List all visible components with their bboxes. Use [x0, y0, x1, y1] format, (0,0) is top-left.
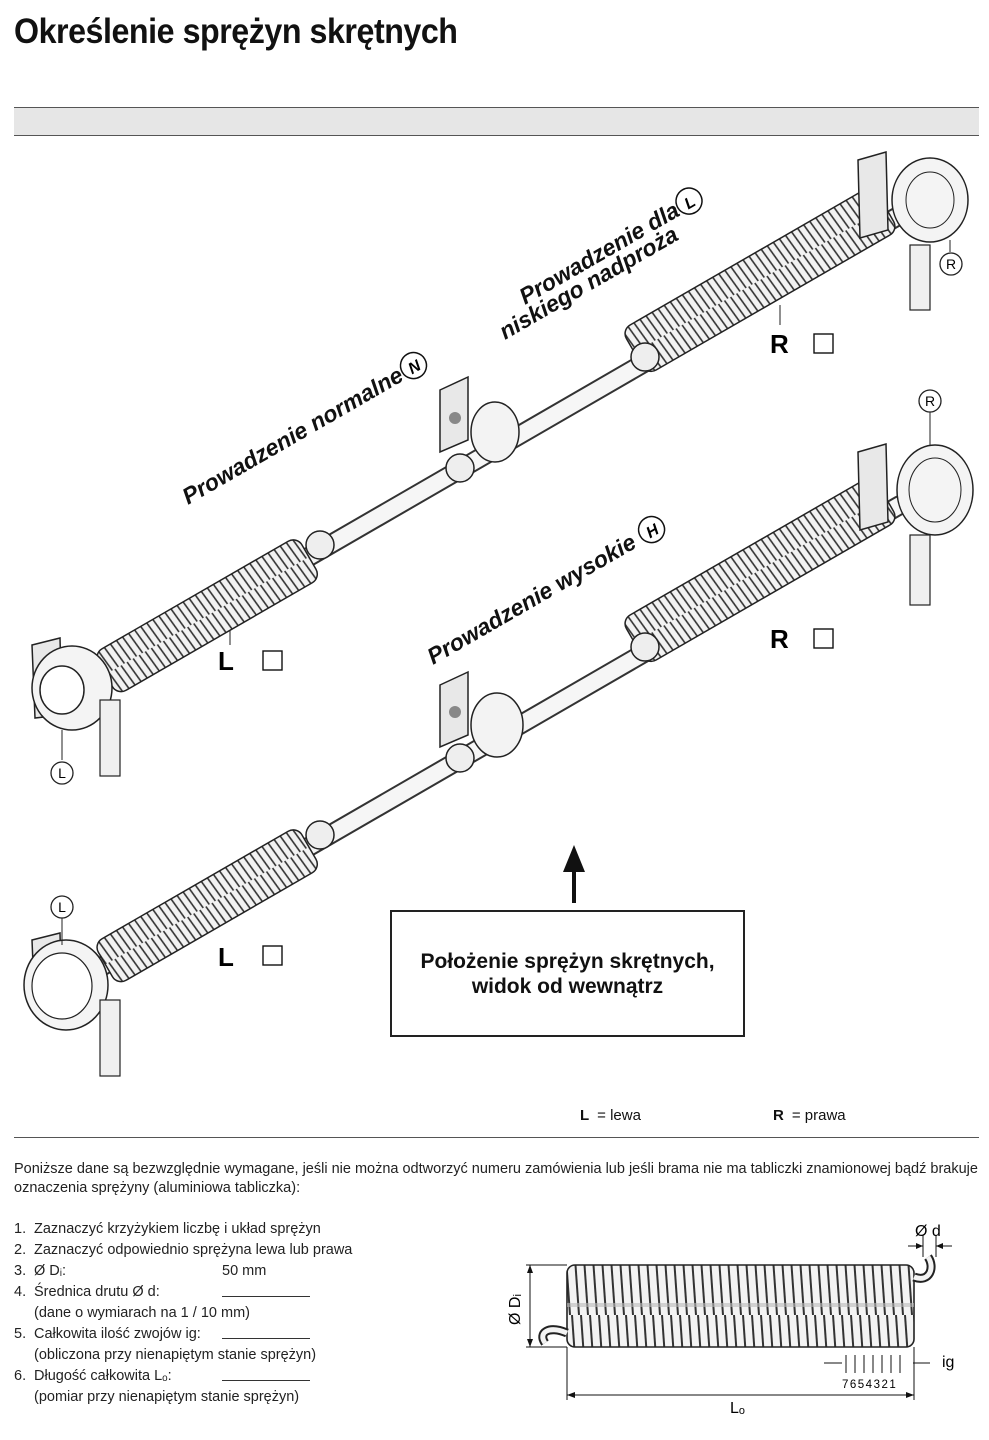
svg-text:L: L [58, 899, 66, 915]
total-length-field[interactable] [222, 1366, 310, 1381]
marker-r-top: R [939, 252, 963, 276]
step-1: 1.Zaznaczyć krzyżykiem liczbę i układ sp… [14, 1221, 321, 1237]
bottom-assembly [23, 443, 974, 1077]
marker-l-top: L [50, 761, 74, 785]
marker-l-bottom: L [50, 895, 74, 919]
checkbox-r-top[interactable] [813, 333, 834, 354]
side-l-top: L [218, 646, 234, 676]
infobox-line2: widok od wewnątrz [471, 974, 664, 998]
step-5: 5.Całkowita ilość zwojów ig: [14, 1324, 484, 1345]
step-4-note: (dane o wymiarach na 1 / 10 mm) [34, 1305, 250, 1321]
step-2: 2.Zaznaczyć odpowiednio sprężyna lewa lu… [14, 1242, 353, 1258]
checkbox-l-top[interactable] [262, 650, 283, 671]
svg-text:R: R [925, 393, 935, 409]
header-band [14, 107, 979, 136]
coil-count-field[interactable] [222, 1324, 310, 1339]
legend-right: R = prawa [773, 1107, 846, 1124]
step-3: 3.Ø Dᵢ:50 mm [14, 1261, 484, 1282]
count-label: 7654321 [842, 1379, 897, 1391]
di-value: 50 mm [222, 1263, 267, 1279]
step-5-note: (obliczona przy nienapiętym stanie spręż… [34, 1347, 317, 1363]
marker-r-bottom: R [918, 389, 942, 413]
d-label: Ø d [915, 1223, 941, 1240]
legend-l-text: = lewa [597, 1107, 641, 1124]
checkbox-l-bottom[interactable] [262, 945, 283, 966]
top-assembly [31, 151, 969, 777]
step-4: 4.Średnica drutu Ø d: [14, 1282, 484, 1303]
position-infobox: Położenie sprężyn skrętnych, widok od we… [390, 910, 745, 1037]
side-r-top: R [770, 329, 789, 359]
coil-diagram: Ø d Ø Dᵢ 7654321 ig Lₒ [507, 1223, 954, 1415]
infobox-line1: Położenie sprężyn skrętnych, [420, 949, 715, 973]
wire-diameter-field[interactable] [222, 1282, 310, 1297]
side-l-bottom: L [218, 942, 234, 972]
coil-count-ticks [845, 1355, 901, 1373]
legend-r-key: R [773, 1107, 784, 1124]
steps-list: 1.Zaznaczyć krzyżykiem liczbę i układ sp… [14, 1219, 484, 1408]
label-normal: Prowadzenie normalne [178, 361, 408, 509]
label-high: Prowadzenie wysokie [423, 528, 641, 669]
ig-label: ig [942, 1354, 954, 1371]
legend-r-text: = prawa [791, 1107, 846, 1124]
lo-label: Lₒ [730, 1400, 745, 1415]
svg-text:R: R [946, 256, 956, 272]
intro-text: Poniższe dane są bezwzględnie wymagane, … [14, 1161, 978, 1196]
page-title: Określenie sprężyn skrętnych [14, 12, 458, 51]
legend-left: L = lewa [580, 1107, 641, 1124]
legend-l-key: L [580, 1107, 590, 1124]
side-r-bottom: R [770, 624, 789, 654]
step-6: 6.Długość całkowita Lₒ: [14, 1366, 484, 1387]
step-6-note: (pomiar przy nienapiętym stanie sprężyn) [34, 1389, 300, 1405]
checkbox-r-bottom[interactable] [813, 628, 834, 649]
di-label: Ø Dᵢ [507, 1294, 524, 1325]
spring-illustration: Prowadzenie normalne N Prowadzenie dla L… [23, 151, 974, 1077]
divider [14, 1137, 979, 1138]
arrow-up-icon [563, 845, 585, 903]
svg-text:L: L [58, 765, 66, 781]
